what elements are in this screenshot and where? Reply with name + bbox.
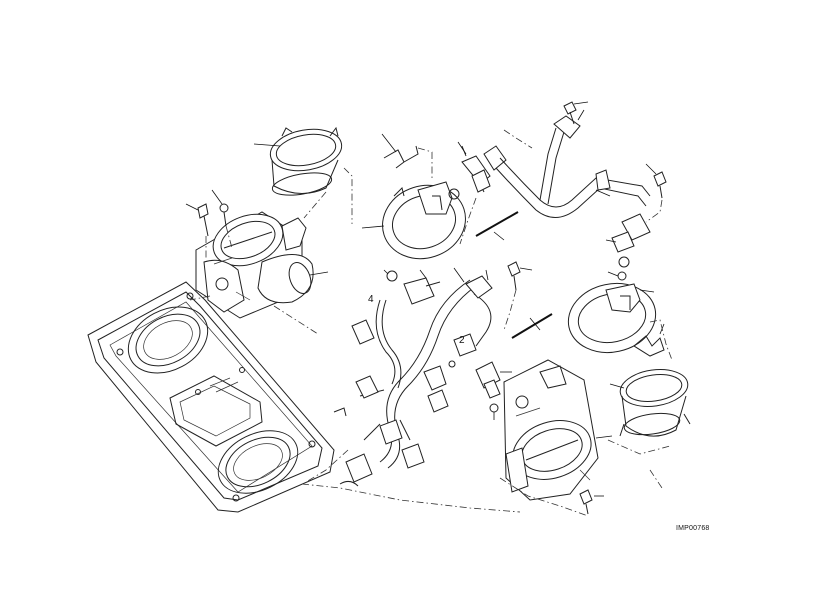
injector-left	[386, 270, 441, 305]
leader-funnel-left	[253, 143, 281, 147]
leader-screw-right	[645, 163, 657, 175]
assembly-line-rail	[503, 129, 533, 149]
clip-small-left	[333, 407, 347, 417]
assembly-line-screw-middle	[503, 289, 517, 331]
intake-manifold-plate	[87, 281, 335, 513]
fuel-rail	[483, 115, 651, 218]
assembly-line-left-body	[273, 305, 319, 335]
screw-left-a	[197, 203, 209, 237]
injector-ring-right	[567, 283, 657, 353]
assembly-line-right-body	[301, 477, 589, 517]
injector-right	[611, 213, 651, 281]
leader-clip-left	[381, 133, 397, 153]
leader-oring-right	[607, 271, 619, 277]
leader-fuel-rail	[595, 189, 611, 197]
callout-2: 2	[459, 335, 465, 346]
wiring-harness	[345, 275, 493, 483]
injector-middle	[475, 361, 501, 413]
screw-right	[653, 171, 667, 199]
leader-rod-left	[493, 231, 505, 241]
leader-harness-connector	[485, 269, 489, 281]
leader-injector-top	[457, 141, 467, 155]
retaining-clip-left	[383, 145, 419, 169]
assembly-line-harness	[305, 449, 349, 483]
leader-ring-right	[639, 289, 655, 293]
throttle-body-right	[503, 359, 599, 501]
leader-screw-b	[211, 189, 223, 205]
screw-middle	[507, 261, 521, 291]
assembly-line-screws	[205, 225, 233, 258]
assembly-line-screw-right	[645, 199, 663, 223]
leader-harness	[453, 267, 465, 283]
leader-screw-a	[185, 203, 199, 211]
leader-throttle-left	[309, 271, 329, 276]
retaining-clip-right	[633, 335, 665, 357]
injector-ring-left	[382, 181, 466, 260]
air-funnel-left	[269, 126, 343, 196]
leader-injector-right	[605, 239, 617, 243]
assembly-line-funnel-right	[607, 439, 671, 489]
leader-screw-top	[573, 101, 589, 105]
throttle-body-left	[195, 211, 314, 319]
screw-top-right	[563, 101, 577, 125]
assembly-line-clip-right	[649, 319, 673, 361]
assembly-line-clip-left	[417, 147, 433, 178]
air-funnel-right	[619, 369, 691, 437]
leader-funnel-right	[609, 383, 625, 389]
leader-throttle-right	[595, 435, 613, 439]
screw-left-b	[219, 203, 229, 227]
leader-ring-left	[361, 225, 385, 229]
callout-4: 4	[368, 294, 374, 305]
leader-injector-left	[383, 269, 389, 275]
figure-code: IMP00768	[676, 525, 710, 532]
screw-bottom-right	[579, 489, 593, 515]
clip-small-bottom	[339, 480, 359, 487]
assembly-line-injector-top	[459, 197, 477, 245]
leader-rod-right	[529, 317, 541, 331]
leader-injector-left-2	[419, 269, 427, 279]
assembly-line-left-body-2	[189, 295, 211, 301]
assembly-line-funnel-left	[303, 167, 353, 224]
rod-right	[511, 313, 553, 339]
leader-screw-middle	[519, 267, 533, 271]
injector-top-left	[448, 145, 491, 200]
leader-fuel-fitting	[577, 109, 585, 121]
rod-left	[475, 211, 519, 237]
